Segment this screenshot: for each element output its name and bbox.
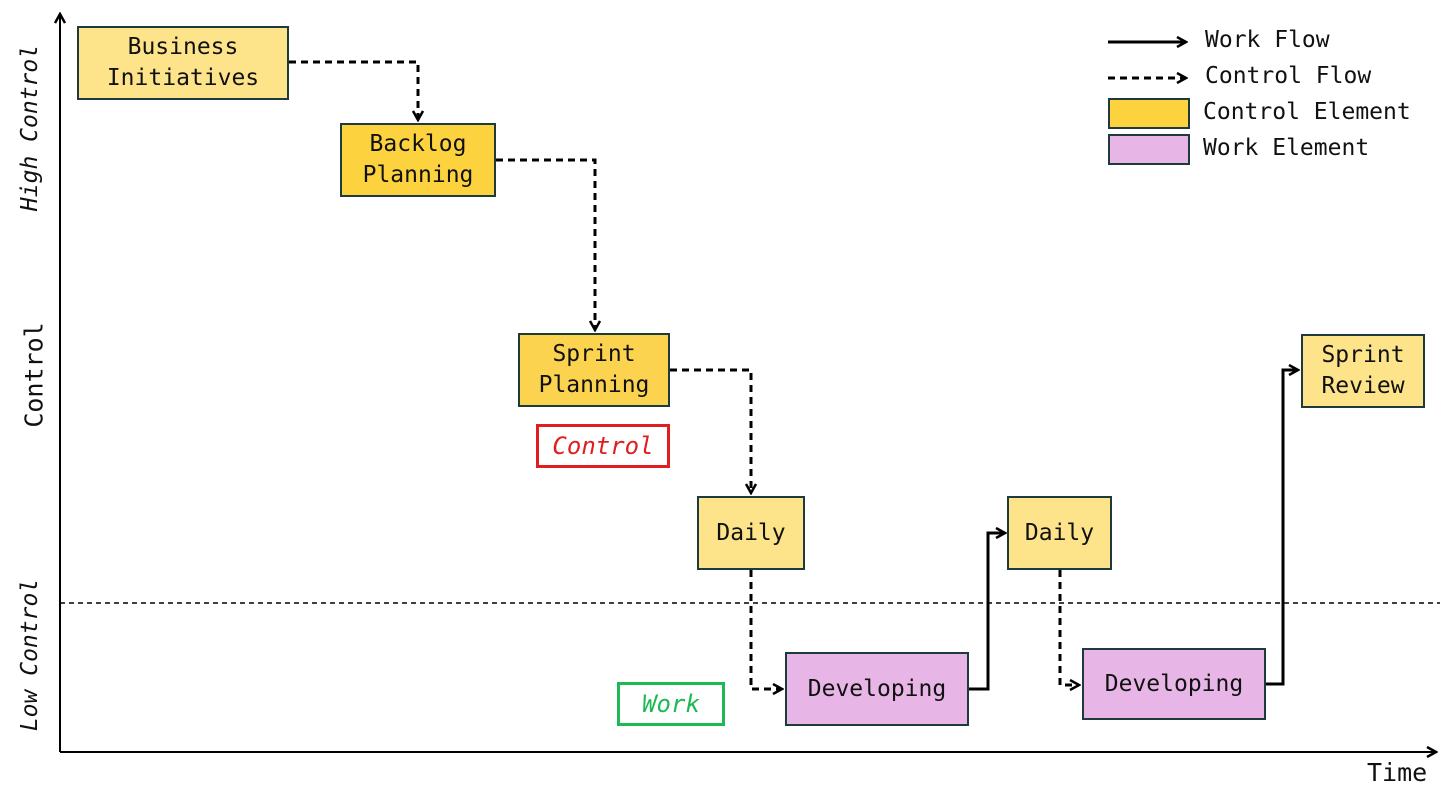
- legend-control-element-label: Control Element: [1203, 99, 1411, 125]
- daily-node-1: Daily: [697, 496, 805, 570]
- x-axis-title: Time: [1367, 758, 1428, 787]
- legend-control-element-swatch: [1108, 98, 1190, 129]
- control-flow-arrow: [749, 570, 782, 689]
- legend-work-flow-label: Work Flow: [1205, 27, 1330, 53]
- sprint-planning-node: Sprint Planning: [518, 333, 670, 407]
- developing-node-1: Developing: [785, 652, 969, 726]
- work-flow-arrow: [1266, 370, 1298, 686]
- y-axis-title: Control: [19, 322, 49, 428]
- control-flow-arrow: [1058, 570, 1079, 685]
- work-region-tag: Work: [617, 682, 725, 726]
- control-flow-arrow: [289, 60, 418, 120]
- y-axis-low-label: Low Control: [17, 578, 43, 732]
- sprint-review-node: Sprint Review: [1301, 334, 1425, 408]
- control-flow-arrow: [496, 158, 595, 330]
- daily-node-2: Daily: [1007, 496, 1112, 570]
- legend-work-element-label: Work Element: [1203, 135, 1370, 161]
- legend-control-flow-label: Control Flow: [1205, 63, 1372, 89]
- backlog-planning-node: Backlog Planning: [340, 123, 496, 197]
- business-initiatives-node: Business Initiatives: [77, 26, 289, 100]
- legend-work-element-swatch: [1108, 134, 1190, 165]
- y-axis-high-label: High Control: [17, 44, 43, 212]
- developing-node-2: Developing: [1082, 648, 1266, 720]
- control-region-tag: Control: [536, 424, 670, 468]
- work-flow-arrow: [969, 533, 1005, 691]
- control-flow-arrow: [670, 368, 751, 493]
